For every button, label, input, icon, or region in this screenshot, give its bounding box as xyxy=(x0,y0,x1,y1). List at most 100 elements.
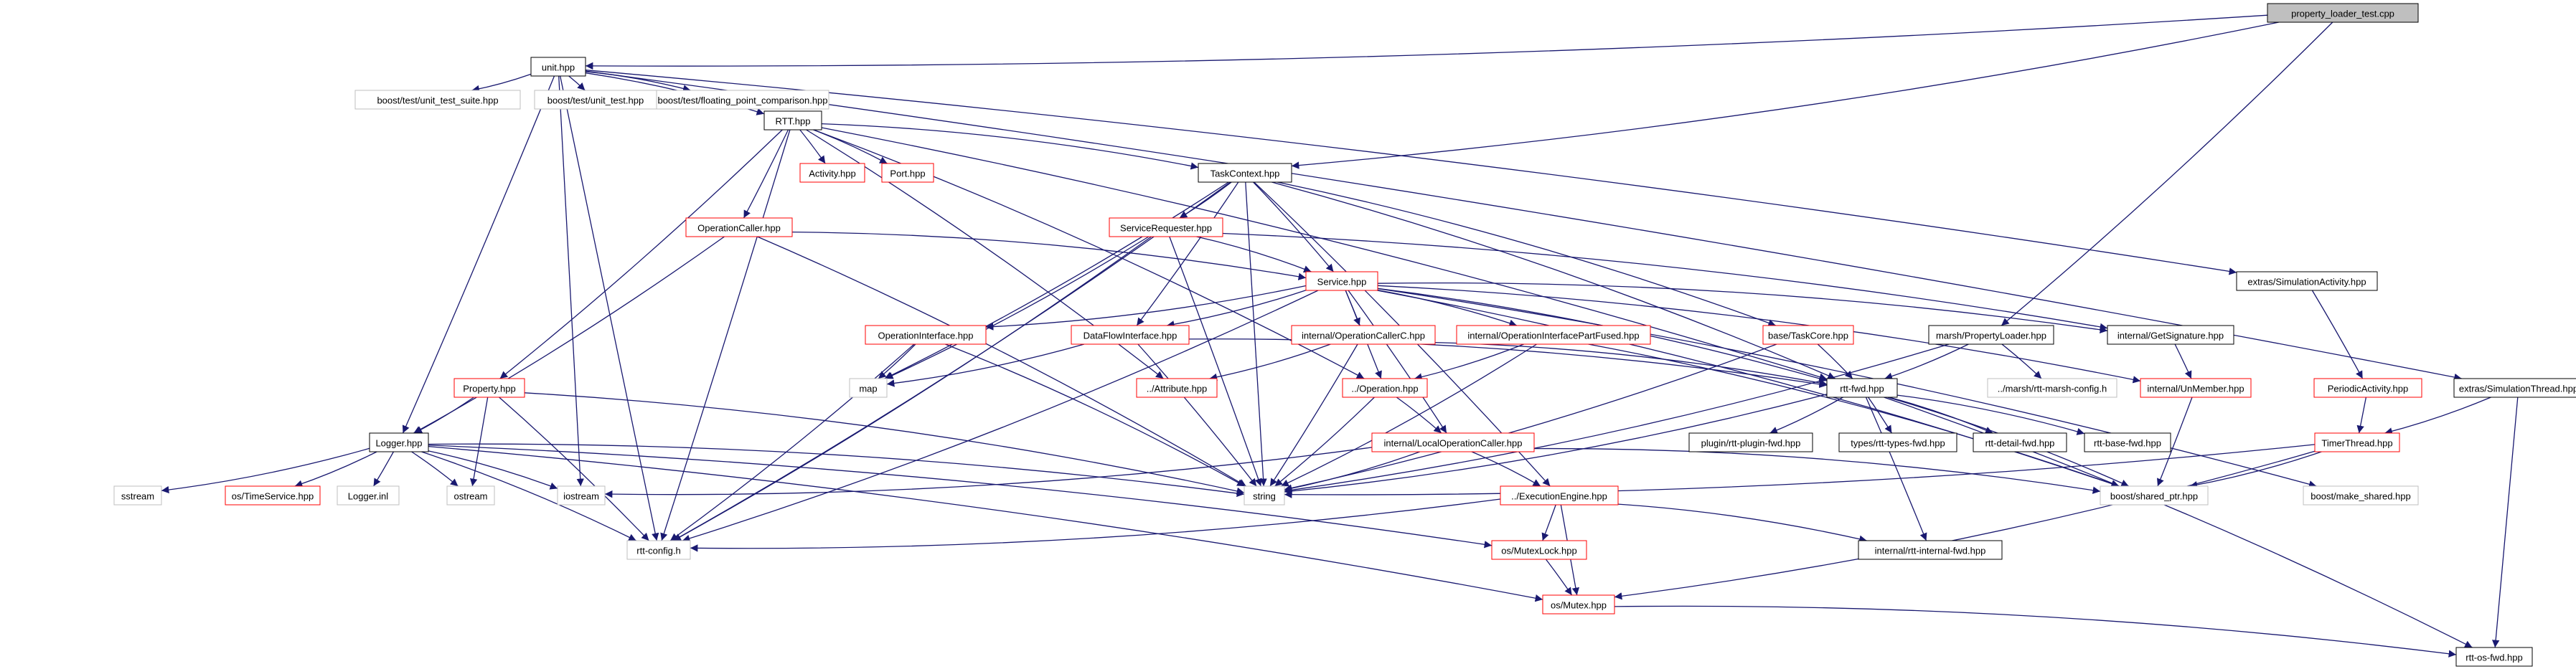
node-taskcontext[interactable]: TaskContext.hpp xyxy=(1198,163,1292,183)
node-operationcaller[interactable]: OperationCaller.hpp xyxy=(685,217,793,237)
node-box xyxy=(530,57,586,77)
edge-property-to-ostream xyxy=(469,397,489,487)
node-port[interactable]: Port.hpp xyxy=(881,163,934,183)
node-label: os/TimeService.hpp xyxy=(232,491,314,502)
node-box xyxy=(1198,163,1292,183)
node-label: OperationCaller.hpp xyxy=(697,223,781,234)
node-opifpartfused[interactable]: internal/OperationInterfacePartFused.hpp xyxy=(1456,325,1651,345)
node-rtt[interactable]: RTT.hpp xyxy=(763,110,822,131)
node-attribute[interactable]: ../Attribute.hpp xyxy=(1136,378,1218,398)
node-getsignature[interactable]: internal/GetSignature.hpp xyxy=(2107,325,2234,345)
edge-property-to-logger xyxy=(414,397,474,434)
node-rttconfig: rtt-config.h xyxy=(626,540,691,560)
edge-servicerequester-to-service xyxy=(1196,236,1312,273)
node-operation[interactable]: ../Operation.hpp xyxy=(1342,378,1428,398)
edge-unit-to-unit_test_suite xyxy=(471,73,532,93)
node-typesfwd[interactable]: types/rtt-types-fwd.hpp xyxy=(1838,432,1957,452)
node-unit[interactable]: unit.hpp xyxy=(530,57,586,77)
node-timeservice[interactable]: os/TimeService.hpp xyxy=(225,485,321,506)
edge-taskcore-to-string xyxy=(1284,343,1777,492)
node-servicerequester[interactable]: ServiceRequester.hpp xyxy=(1109,217,1223,237)
edge-logger-to-rttconfig xyxy=(421,451,636,541)
node-execengine[interactable]: ../ExecutionEngine.hpp xyxy=(1500,485,1619,506)
edge-opifpartfused-to-operation xyxy=(1414,343,1524,381)
node-box xyxy=(1500,485,1619,506)
edge-rtt-to-operationcaller xyxy=(743,129,789,219)
edge-operation-to-string xyxy=(1274,397,1375,487)
node-box xyxy=(1109,217,1223,237)
node-unmember[interactable]: internal/UnMember.hpp xyxy=(2140,378,2252,398)
node-detailfwd[interactable]: rtt-detail-fwd.hpp xyxy=(1973,432,2067,452)
node-mutexlock[interactable]: os/MutexLock.hpp xyxy=(1491,540,1587,560)
node-label: OperationInterface.hpp xyxy=(878,331,974,341)
edge-rtt-to-activity xyxy=(799,129,826,164)
node-localopcaller[interactable]: internal/LocalOperationCaller.hpp xyxy=(1371,432,1535,452)
edge-operationcaller-to-string xyxy=(757,236,1246,487)
node-logger[interactable]: Logger.hpp xyxy=(369,432,429,452)
node-label: base/TaskCore.hpp xyxy=(1768,331,1848,341)
edge-taskcontext-to-dataflowinterface xyxy=(1136,181,1239,326)
edge-execengine-to-mutexlock xyxy=(1541,504,1556,541)
edge-rttfwd-to-detailfwd xyxy=(1889,397,1993,434)
node-box xyxy=(2314,432,2400,452)
node-pluginfwd[interactable]: plugin/rtt-plugin-fwd.hpp xyxy=(1688,432,1813,452)
node-label: property_loader_test.cpp xyxy=(2291,9,2394,19)
edge-logger-to-sstream xyxy=(161,447,370,494)
edge-simthread-to-osfwd xyxy=(2491,397,2519,648)
node-box xyxy=(1928,325,2054,345)
node-label: ../ExecutionEngine.hpp xyxy=(1511,491,1607,502)
node-periodicactivity[interactable]: PeriodicActivity.hpp xyxy=(2313,378,2422,398)
node-opcallerc[interactable]: internal/OperationCallerC.hpp xyxy=(1291,325,1436,345)
node-box xyxy=(1071,325,1190,345)
edge-service-to-unmember xyxy=(1377,285,2141,384)
edge-service-to-getsignature xyxy=(1377,282,2108,333)
edge-simthread-to-timethread xyxy=(2384,397,2491,435)
node-box xyxy=(1688,432,1813,452)
node-property[interactable]: Property.hpp xyxy=(453,378,525,398)
edge-mutex-to-osfwd xyxy=(1614,605,2457,658)
edge-rtt-to-rttconfig xyxy=(660,129,791,541)
node-label: ServiceRequester.hpp xyxy=(1120,223,1212,234)
edge-timethread-to-mutex xyxy=(1614,450,2316,600)
edge-property_loader_test-to-unit xyxy=(585,14,2268,70)
node-mutex[interactable]: os/Mutex.hpp xyxy=(1542,594,1615,615)
node-service[interactable]: Service.hpp xyxy=(1305,271,1378,291)
node-basefwd[interactable]: rtt-base-fwd.hpp xyxy=(2084,432,2171,452)
edge-unit-to-logger xyxy=(402,75,555,434)
edge-localopcaller-to-string xyxy=(1284,451,1421,493)
node-dataflowinterface[interactable]: DataFlowInterface.hpp xyxy=(1071,325,1190,345)
node-box xyxy=(2303,485,2419,506)
node-label: internal/GetSignature.hpp xyxy=(2117,331,2224,341)
node-rttfwd[interactable]: rtt-fwd.hpp xyxy=(1826,378,1898,398)
node-osfwd[interactable]: rtt-os-fwd.hpp xyxy=(2455,647,2533,667)
node-box xyxy=(1305,271,1378,291)
node-label: PeriodicActivity.hpp xyxy=(2328,384,2408,394)
node-simactivity[interactable]: extras/SimulationActivity.hpp xyxy=(2236,271,2378,291)
node-fp-comparison: boost/test/floating_point_comparison.hpp xyxy=(656,90,829,110)
edge-rttfwd-to-basefwd xyxy=(1896,394,2085,435)
node-timethread[interactable]: TimerThread.hpp xyxy=(2314,432,2400,452)
node-label: boost/make_shared.hpp xyxy=(2311,491,2410,502)
node-property-loader-test[interactable]: property_loader_test.cpp xyxy=(2267,3,2419,23)
node-internalfwd[interactable]: internal/rtt-internal-fwd.hpp xyxy=(1858,540,2003,560)
node-operationinterface[interactable]: OperationInterface.hpp xyxy=(865,325,987,345)
node-box xyxy=(763,110,822,131)
edge-property_loader_test-to-taskcontext xyxy=(1291,22,2279,169)
node-label: rtt-fwd.hpp xyxy=(1840,384,1884,394)
edge-rttfwd-to-osfwd xyxy=(1884,397,2473,648)
edge-opifpartfused-to-string xyxy=(1281,343,1537,487)
edge-opifpartfused-to-sharedptr xyxy=(1588,343,2120,488)
edge-service-to-opifpartfused xyxy=(1377,290,1518,327)
node-simthread[interactable]: extras/SimulationThread.hpp xyxy=(2453,378,2576,398)
node-label: rtt-config.h xyxy=(636,546,680,556)
node-label: Logger.hpp xyxy=(375,438,422,449)
node-taskcore[interactable]: base/TaskCore.hpp xyxy=(1762,325,1854,345)
node-label: internal/UnMember.hpp xyxy=(2147,384,2244,394)
node-activity[interactable]: Activity.hpp xyxy=(799,163,865,183)
node-propertyloader[interactable]: marsh/PropertyLoader.hpp xyxy=(1928,325,2054,345)
node-box xyxy=(865,325,987,345)
node-label: TaskContext.hpp xyxy=(1211,169,1280,179)
edge-rttfwd-to-pluginfwd xyxy=(1769,397,1843,434)
node-box xyxy=(1826,378,1898,398)
